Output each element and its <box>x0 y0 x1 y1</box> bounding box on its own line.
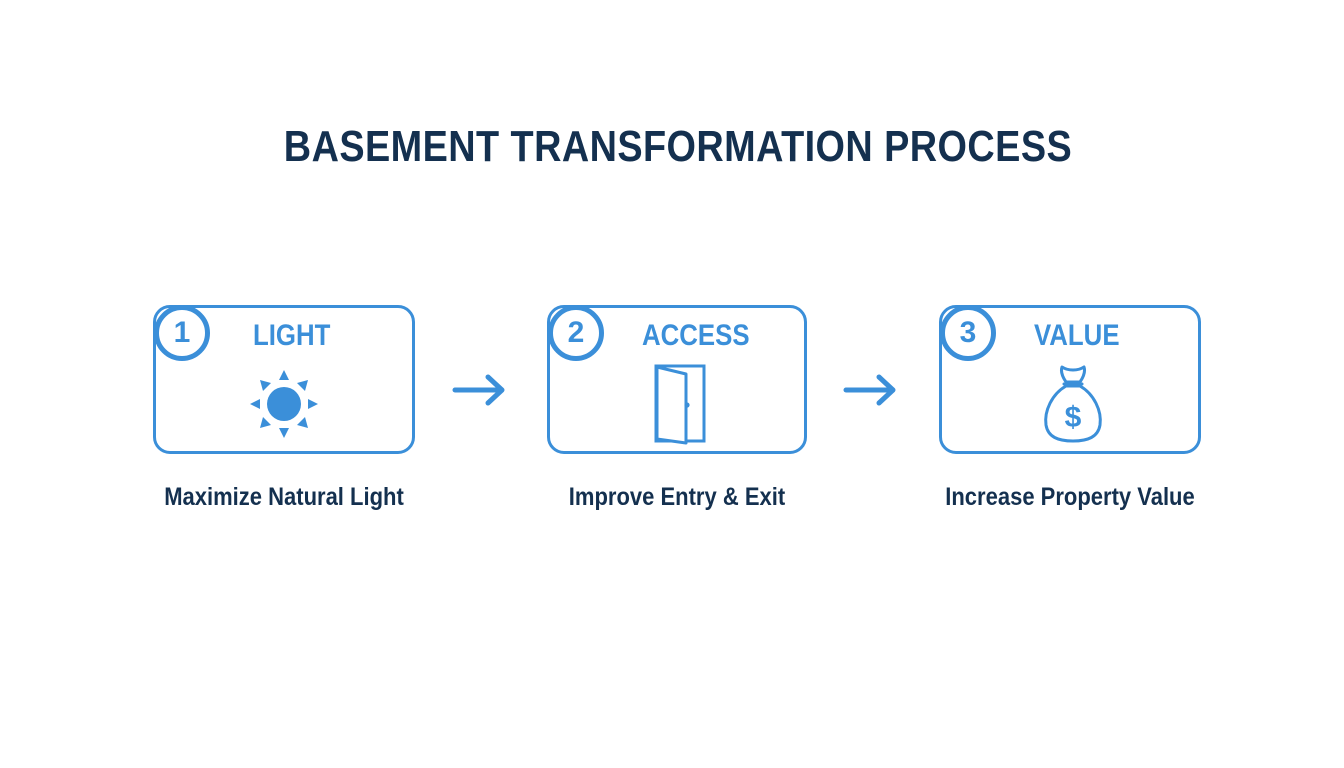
step-label: VALUE <box>1034 319 1120 352</box>
step-label: LIGHT <box>253 319 331 352</box>
step-card-access: 2 ACCESS <box>547 305 807 454</box>
step-number-badge: 1 <box>154 305 210 361</box>
money-bag-icon: $ <box>1044 365 1102 443</box>
svg-text:$: $ <box>1065 401 1082 434</box>
step-caption: Improve Entry & Exit <box>568 483 786 511</box>
step-number-badge: 2 <box>548 305 604 361</box>
step-label: ACCESS <box>642 319 750 352</box>
step-card-light: 1 LIGHT <box>153 305 415 454</box>
door-icon <box>654 364 706 445</box>
arrow-right-icon <box>843 374 896 406</box>
step-card-value: 3 VALUE $ <box>939 305 1201 454</box>
step-caption: Increase Property Value <box>945 483 1195 511</box>
sun-icon <box>250 370 318 438</box>
page-title: BASEMENT TRANSFORMATION PROCESS <box>283 122 1073 171</box>
step-number-badge: 3 <box>940 305 996 361</box>
step-caption: Maximize Natural Light <box>164 483 404 511</box>
arrow-right-icon <box>452 374 505 406</box>
